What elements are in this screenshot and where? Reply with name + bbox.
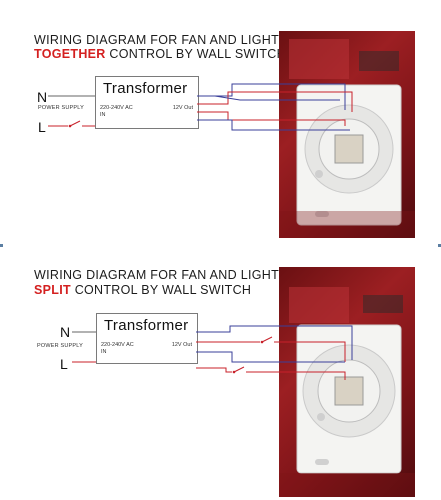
wiring-lines — [72, 325, 353, 380]
neutral-label: N — [60, 324, 71, 340]
live-label: L — [38, 119, 46, 135]
fan-wire — [197, 119, 350, 131]
transformer-name: Transformer — [103, 80, 188, 97]
fan-wire — [214, 95, 340, 101]
title-highlight: TOGETHER — [34, 47, 106, 61]
light-switch — [233, 366, 245, 373]
diagram-title-line2: SPLIT CONTROL BY WALL SWITCH — [34, 283, 251, 297]
fan-wire — [196, 325, 353, 360]
fan-wire — [196, 351, 345, 363]
light-wire — [196, 367, 232, 373]
power-supply-label: POWER SUPPLY — [38, 105, 85, 111]
live-label: L — [60, 356, 68, 372]
edge-marker — [0, 244, 3, 247]
transformer-output-label: 12V Out — [172, 105, 193, 111]
title-highlight: SPLIT — [34, 283, 71, 297]
fan-wire — [197, 83, 346, 110]
title-rest: CONTROL BY WALL SWITCH — [70, 283, 252, 297]
diagram-title-line2: TOGETHER CONTROL BY WALL SWITCH — [34, 47, 286, 61]
transformer-output-label: 12V Out — [171, 342, 192, 348]
diagram-title-line1: WIRING DIAGRAM FOR FAN AND LIGHT — [34, 268, 280, 282]
transformer-name: Transformer — [104, 317, 189, 334]
power-supply-label: POWER SUPPLY — [37, 343, 84, 349]
neutral-label: N — [37, 89, 48, 105]
diagram-title-line1: WIRING DIAGRAM FOR FAN AND LIGHT — [34, 33, 280, 47]
wiring-diagram-split: WIRING DIAGRAM FOR FAN AND LIGHT SPLIT C… — [0, 250, 441, 500]
title-rest: CONTROL BY WALL SWITCH — [105, 47, 286, 61]
wiring-lines — [48, 83, 353, 131]
fan-switch — [261, 336, 273, 343]
wiring-diagram-together: WIRING DIAGRAM FOR FAN AND LIGHT TOGETHE… — [0, 31, 441, 247]
edge-marker — [438, 244, 441, 247]
fan-wire — [197, 111, 346, 126]
fan-wire — [197, 91, 353, 112]
wall-switch — [69, 120, 81, 127]
